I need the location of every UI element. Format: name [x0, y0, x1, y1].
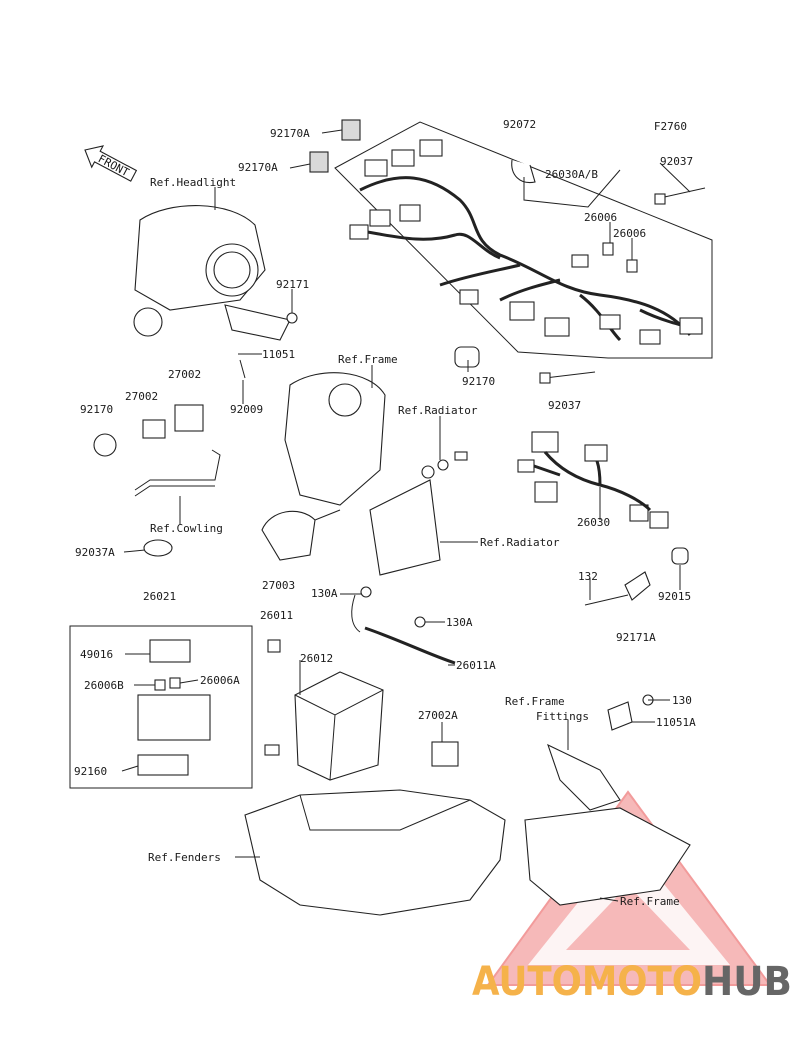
label-92015: 92015 — [658, 590, 691, 603]
label-92171A: 92171A — [616, 631, 656, 644]
main-harness-outline — [334, 121, 713, 359]
label-ref-fenders: Ref.Fenders — [148, 851, 221, 864]
grommet-92015 — [584, 547, 689, 606]
part-labels: F2760 92170A 92170A 92072 92037 26030A/B… — [74, 118, 696, 908]
label-92160: 92160 — [74, 765, 107, 778]
label-130A-1: 130A — [311, 587, 338, 600]
radiator-bracket — [369, 451, 468, 576]
rubber-92170-center — [454, 346, 480, 368]
label-26021: 26021 — [143, 590, 176, 603]
label-ref-headlight: Ref.Headlight — [150, 176, 236, 189]
label-26030: 26030 — [577, 516, 610, 529]
label-92170-center: 92170 — [462, 375, 495, 388]
bolt-92037-top — [654, 187, 706, 205]
label-49016: 49016 — [80, 648, 113, 661]
relay-27002 — [93, 404, 221, 497]
label-26030AB: 26030A/B — [545, 168, 598, 181]
label-130: 130 — [672, 694, 692, 707]
label-27003: 27003 — [262, 579, 295, 592]
label-ref-frame-center: Ref.Frame — [338, 353, 398, 366]
front-arrow: FRONT — [84, 145, 138, 182]
label-92170-left: 92170 — [80, 403, 113, 416]
label-26012: 26012 — [300, 652, 333, 665]
label-26011A: 26011A — [456, 659, 496, 672]
sub-harness-26030 — [517, 431, 669, 529]
cable-26011A — [364, 616, 456, 665]
front-arrow-label: FRONT — [96, 152, 132, 179]
label-92037-right: 92037 — [548, 399, 581, 412]
label-92170A-1: 92170A — [270, 127, 310, 140]
label-ref-frame-fittings-1: Ref.Frame — [505, 695, 565, 708]
diagram-code: F2760 — [654, 120, 687, 133]
label-92170A-2: 92170A — [238, 161, 278, 174]
watermark-part2: HUB — [702, 959, 792, 1005]
label-ref-frame-bottom: Ref.Frame — [620, 895, 680, 908]
label-92009: 92009 — [230, 403, 263, 416]
label-27002-top: 27002 — [168, 368, 201, 381]
label-11051A: 11051A — [656, 716, 696, 729]
label-132: 132 — [578, 570, 598, 583]
label-26006B: 26006B — [84, 679, 124, 692]
label-ref-radiator-1: Ref.Radiator — [398, 404, 478, 417]
label-92072: 92072 — [503, 118, 536, 131]
label-ref-radiator-2: Ref.Radiator — [480, 536, 560, 549]
label-26006-1: 26006 — [584, 211, 617, 224]
frame-center — [261, 372, 386, 561]
clamp-92072 — [511, 159, 536, 184]
watermark-part1: AUTOMOTO — [472, 959, 702, 1005]
label-ref-cowling: Ref.Cowling — [150, 522, 223, 535]
clip-92170A — [309, 119, 361, 173]
cable-27003 — [351, 586, 372, 633]
fender — [244, 789, 506, 916]
frame-fittings — [524, 694, 691, 906]
label-27002A: 27002A — [418, 709, 458, 722]
label-92037A: 92037A — [75, 546, 115, 559]
label-11051: 11051 — [262, 348, 295, 361]
main-wiring-harness — [349, 139, 703, 345]
headlight-assembly — [133, 205, 298, 379]
label-92037-top: 92037 — [660, 155, 693, 168]
relay-27002A — [431, 741, 459, 767]
battery-26012 — [264, 639, 384, 781]
label-130A-2: 130A — [446, 616, 473, 629]
label-26006-2: 26006 — [613, 227, 646, 240]
watermark-text: AUTOMOTO HUB — [472, 959, 792, 1005]
label-27002: 27002 — [125, 390, 158, 403]
label-26011: 26011 — [260, 609, 293, 622]
bolt-92037-right — [539, 371, 596, 384]
label-ref-frame-fittings-2: Fittings — [536, 710, 589, 723]
label-26006A: 26006A — [200, 674, 240, 687]
fuse-box-group — [69, 625, 253, 789]
label-92171: 92171 — [276, 278, 309, 291]
leader-lines — [121, 129, 691, 902]
clamp-92037A — [143, 539, 173, 557]
